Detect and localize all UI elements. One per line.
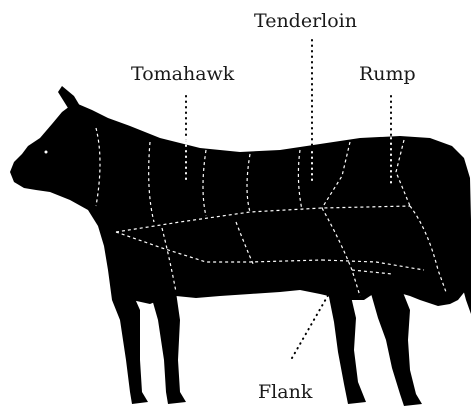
tenderloin-label: Tenderloin <box>254 12 357 31</box>
flank-label: Flank <box>258 383 312 402</box>
eye-icon <box>45 151 48 154</box>
cow-body <box>10 86 471 406</box>
rump-label: Rump <box>359 65 416 84</box>
tomahawk-label: Tomahawk <box>131 65 234 84</box>
